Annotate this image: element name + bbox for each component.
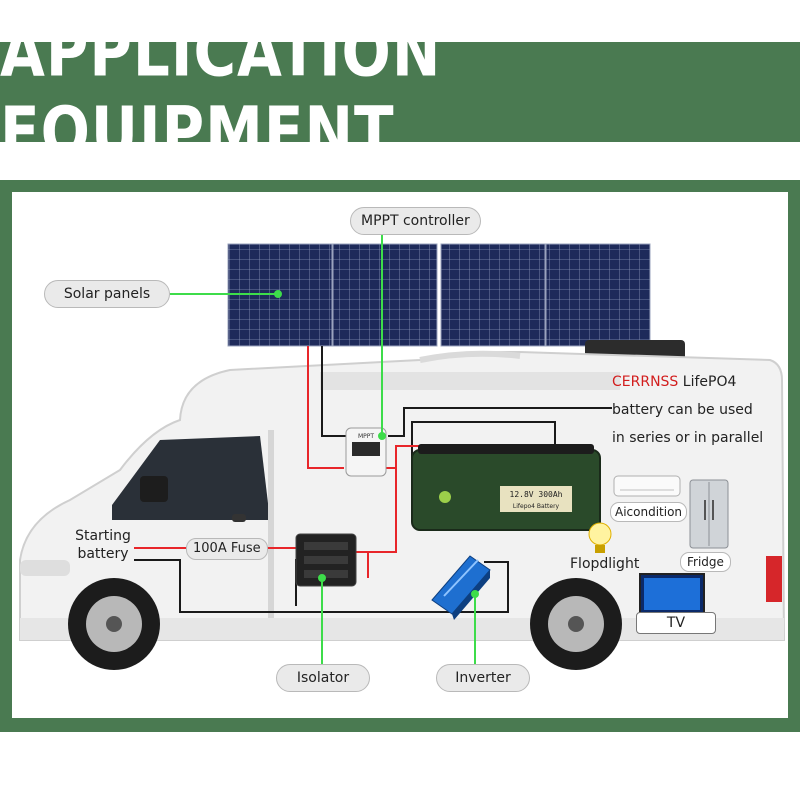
label-fridge: Fridge [680,552,731,572]
battery-note-line2: battery can be used [612,402,753,418]
label-starting-battery: Starting battery [75,528,131,562]
fridge-icon [689,479,729,549]
battery-note: CERRNSS LifePO4 battery can be used in s… [612,368,776,452]
solar-panel [332,243,438,347]
battery-note-line1: CERRNSS LifePO4 [612,368,776,396]
brand-name: CERRNSS [612,374,679,390]
solar-panel [545,243,651,347]
solar-panel [440,243,546,347]
label-floodlight: Flopdlight [570,556,640,572]
tv-icon [639,573,705,615]
front-wheel [68,578,160,670]
mppt-face-label: MPPT [358,433,374,440]
battery-note-line3: in series or in parallel [612,430,764,446]
label-aircondition: Aicondition [610,502,688,522]
lifepo4-battery: 12.8V 300Ah Lifepo4 Battery [411,444,601,531]
brand-logo-icon [439,491,451,503]
battery-type: Lifepo4 Battery [513,503,560,510]
battery-chemistry: LifePO4 [682,374,737,390]
title-banner: APPLICATION EQUIPMENT [0,12,800,172]
inverter-device [431,555,491,620]
light-bulb-icon [588,522,612,553]
solar-panel-array [227,243,651,347]
label-isolator: Isolator [276,664,370,692]
isolator-device [295,533,357,587]
page-title: APPLICATION EQUIPMENT [0,11,442,173]
air-conditioner-icon [613,475,681,497]
callout-lines [170,230,479,664]
label-mppt-controller: MPPT controller [350,207,481,235]
label-inverter: Inverter [436,664,530,692]
battery-rating: 12.8V 300Ah [510,490,563,499]
label-fuse: 100A Fuse [186,538,268,560]
label-tv: TV [636,612,716,634]
rear-wheel [530,578,622,670]
mppt-controller-device: MPPT [345,427,387,477]
label-solar-panels: Solar panels [44,280,170,308]
